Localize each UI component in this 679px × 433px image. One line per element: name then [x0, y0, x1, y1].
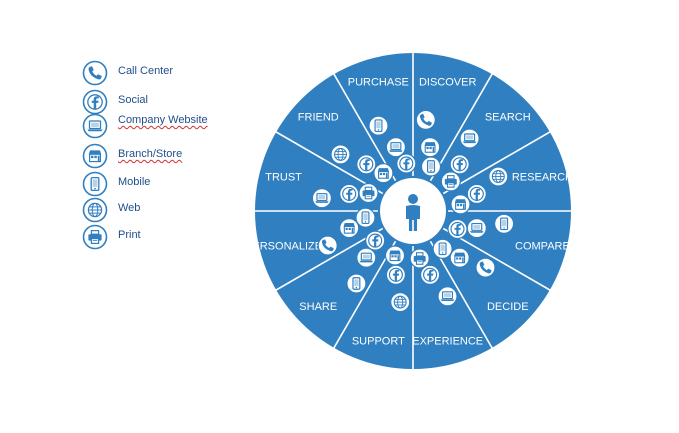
segment-label: SUPPORT — [352, 335, 405, 347]
segment-divider — [274, 130, 384, 195]
facebook-icon — [449, 154, 470, 175]
laptop-icon — [311, 188, 333, 209]
segment-label: PURCHASE — [348, 77, 409, 89]
segment-divider — [429, 72, 494, 182]
store-icon — [373, 163, 394, 184]
segment-divider — [442, 130, 552, 195]
store-icon — [449, 247, 470, 268]
printer-icon — [409, 248, 430, 269]
segment-label: SHARE — [299, 301, 337, 313]
legend-item-mobile: Mobile — [82, 171, 282, 197]
segment-label: SEARCH — [485, 111, 531, 123]
laptop-icon — [356, 247, 377, 268]
mobile-icon — [493, 213, 515, 234]
segment-divider — [274, 227, 384, 292]
printer-icon — [440, 171, 461, 192]
segment-label: RESEARCH — [512, 171, 572, 183]
segment-label: TRUST — [265, 171, 302, 183]
mobile-icon — [368, 115, 389, 136]
store-icon — [384, 245, 406, 266]
mobile-icon — [355, 207, 376, 228]
segment-label: FRIEND — [298, 111, 339, 123]
globe-icon — [82, 197, 108, 223]
globe-icon — [488, 166, 509, 187]
person-icon — [406, 194, 420, 231]
customer-journey-wheel: DISCOVER SEARCH RESEARCH COMPARE DECIDE EXPER… — [254, 52, 572, 370]
mobile-icon — [420, 156, 442, 177]
segment-divider — [332, 240, 397, 350]
legend-item-print: Print — [82, 224, 282, 250]
printer-icon — [82, 224, 108, 250]
laptop-icon — [385, 137, 406, 158]
legend-item-call-center: Call Center — [82, 60, 282, 86]
store-icon — [339, 218, 360, 239]
mobile-icon — [346, 273, 367, 294]
mobile-icon — [82, 171, 108, 197]
segment-divider — [442, 227, 552, 292]
segment-labels: DISCOVER SEARCH RESEARCH COMPARE DECIDE EXPER… — [254, 77, 572, 348]
legend-label: Company Website — [118, 114, 208, 126]
legend-label: Social — [118, 94, 148, 106]
legend-label: Print — [118, 229, 141, 241]
mobile-icon — [432, 238, 453, 259]
facebook-icon — [420, 264, 441, 285]
legend-label: Call Center — [118, 65, 174, 77]
segment-label: DISCOVER — [419, 77, 477, 89]
legend-label: Web — [118, 202, 141, 214]
laptop-icon — [82, 113, 108, 139]
segment-dividers — [254, 52, 572, 370]
legend-label: Mobile — [118, 176, 151, 188]
segment-label: PERSONALIZE — [254, 241, 322, 253]
store-icon — [420, 137, 441, 158]
facebook-icon — [356, 154, 377, 175]
segment-label: DECIDE — [487, 301, 529, 313]
legend-item-company-website: Company Website — [82, 113, 282, 139]
segment-label: COMPARE — [515, 241, 570, 253]
legend-item-web: Web — [82, 197, 282, 223]
laptop-icon — [466, 218, 487, 239]
facebook-icon — [339, 183, 360, 204]
segment-divider — [429, 240, 494, 350]
legend-item-social: Social — [82, 89, 282, 115]
printer-icon — [358, 182, 379, 204]
legend-label: Branch/Store — [118, 148, 183, 160]
segment-label: EXPERIENCE — [412, 335, 483, 347]
globe-icon — [390, 291, 411, 313]
facebook-icon — [82, 89, 108, 115]
phone-icon — [475, 257, 496, 278]
phone-icon — [317, 235, 338, 256]
store-icon — [82, 143, 108, 169]
facebook-icon — [396, 153, 417, 174]
phone-icon — [415, 109, 436, 131]
phone-icon — [82, 60, 108, 86]
channel-icon-ring — [311, 109, 515, 313]
laptop-icon — [459, 128, 480, 149]
facebook-icon — [365, 230, 386, 251]
segment-divider — [332, 72, 397, 182]
store-icon — [450, 194, 471, 215]
facebook-icon — [466, 183, 487, 204]
laptop-icon — [437, 286, 458, 307]
legend-item-branch-store: Branch/Store — [82, 143, 282, 169]
facebook-icon — [385, 264, 406, 285]
facebook-icon — [447, 218, 468, 240]
globe-icon — [330, 144, 351, 165]
